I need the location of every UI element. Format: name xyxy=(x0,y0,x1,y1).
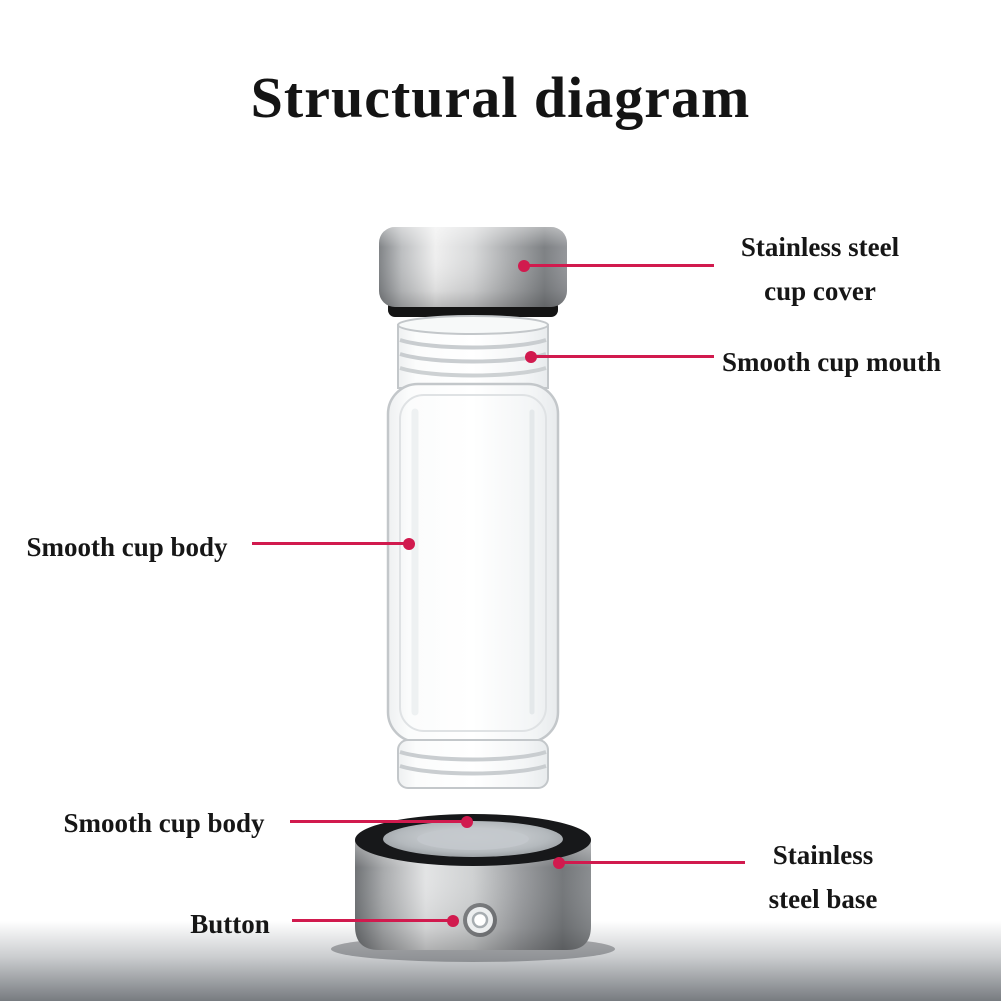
callout-label-button: Button xyxy=(190,909,270,939)
steel-base xyxy=(355,814,591,950)
cup-cover-label-line2: cup cover xyxy=(764,275,876,306)
cup-cover-label-line1: Stainless steel xyxy=(740,232,900,262)
pointer-dot-cup-body-lower xyxy=(461,816,473,828)
page-title: Structural diagram xyxy=(250,65,751,130)
callout-line-cup-mouth xyxy=(531,355,714,358)
cup-cover xyxy=(379,227,567,317)
callout-label-cup-cover: Stainless steel cup cover xyxy=(712,226,928,313)
base-label-line2: steel base xyxy=(768,883,878,914)
callout-line-cup-body-lower xyxy=(290,820,462,823)
pointer-dot-button xyxy=(447,915,459,927)
callout-line-cup-cover xyxy=(524,264,714,267)
callout-line-base xyxy=(559,861,745,864)
bottom-collar xyxy=(397,739,549,789)
callout-label-cup-body: Smooth cup body xyxy=(26,532,228,562)
callout-line-button xyxy=(292,919,448,922)
callout-label-base: Stainless steel base xyxy=(728,834,918,921)
cup-mouth xyxy=(397,315,549,389)
pointer-dot-cup-body xyxy=(403,538,415,550)
power-button xyxy=(463,903,497,937)
callout-label-cup-body-lower: Smooth cup body xyxy=(63,808,265,838)
base-label-line1: Stainless xyxy=(772,840,874,870)
cup-body xyxy=(386,382,560,744)
callout-label-cup-mouth: Smooth cup mouth xyxy=(722,347,942,377)
callout-line-cup-body xyxy=(252,542,404,545)
